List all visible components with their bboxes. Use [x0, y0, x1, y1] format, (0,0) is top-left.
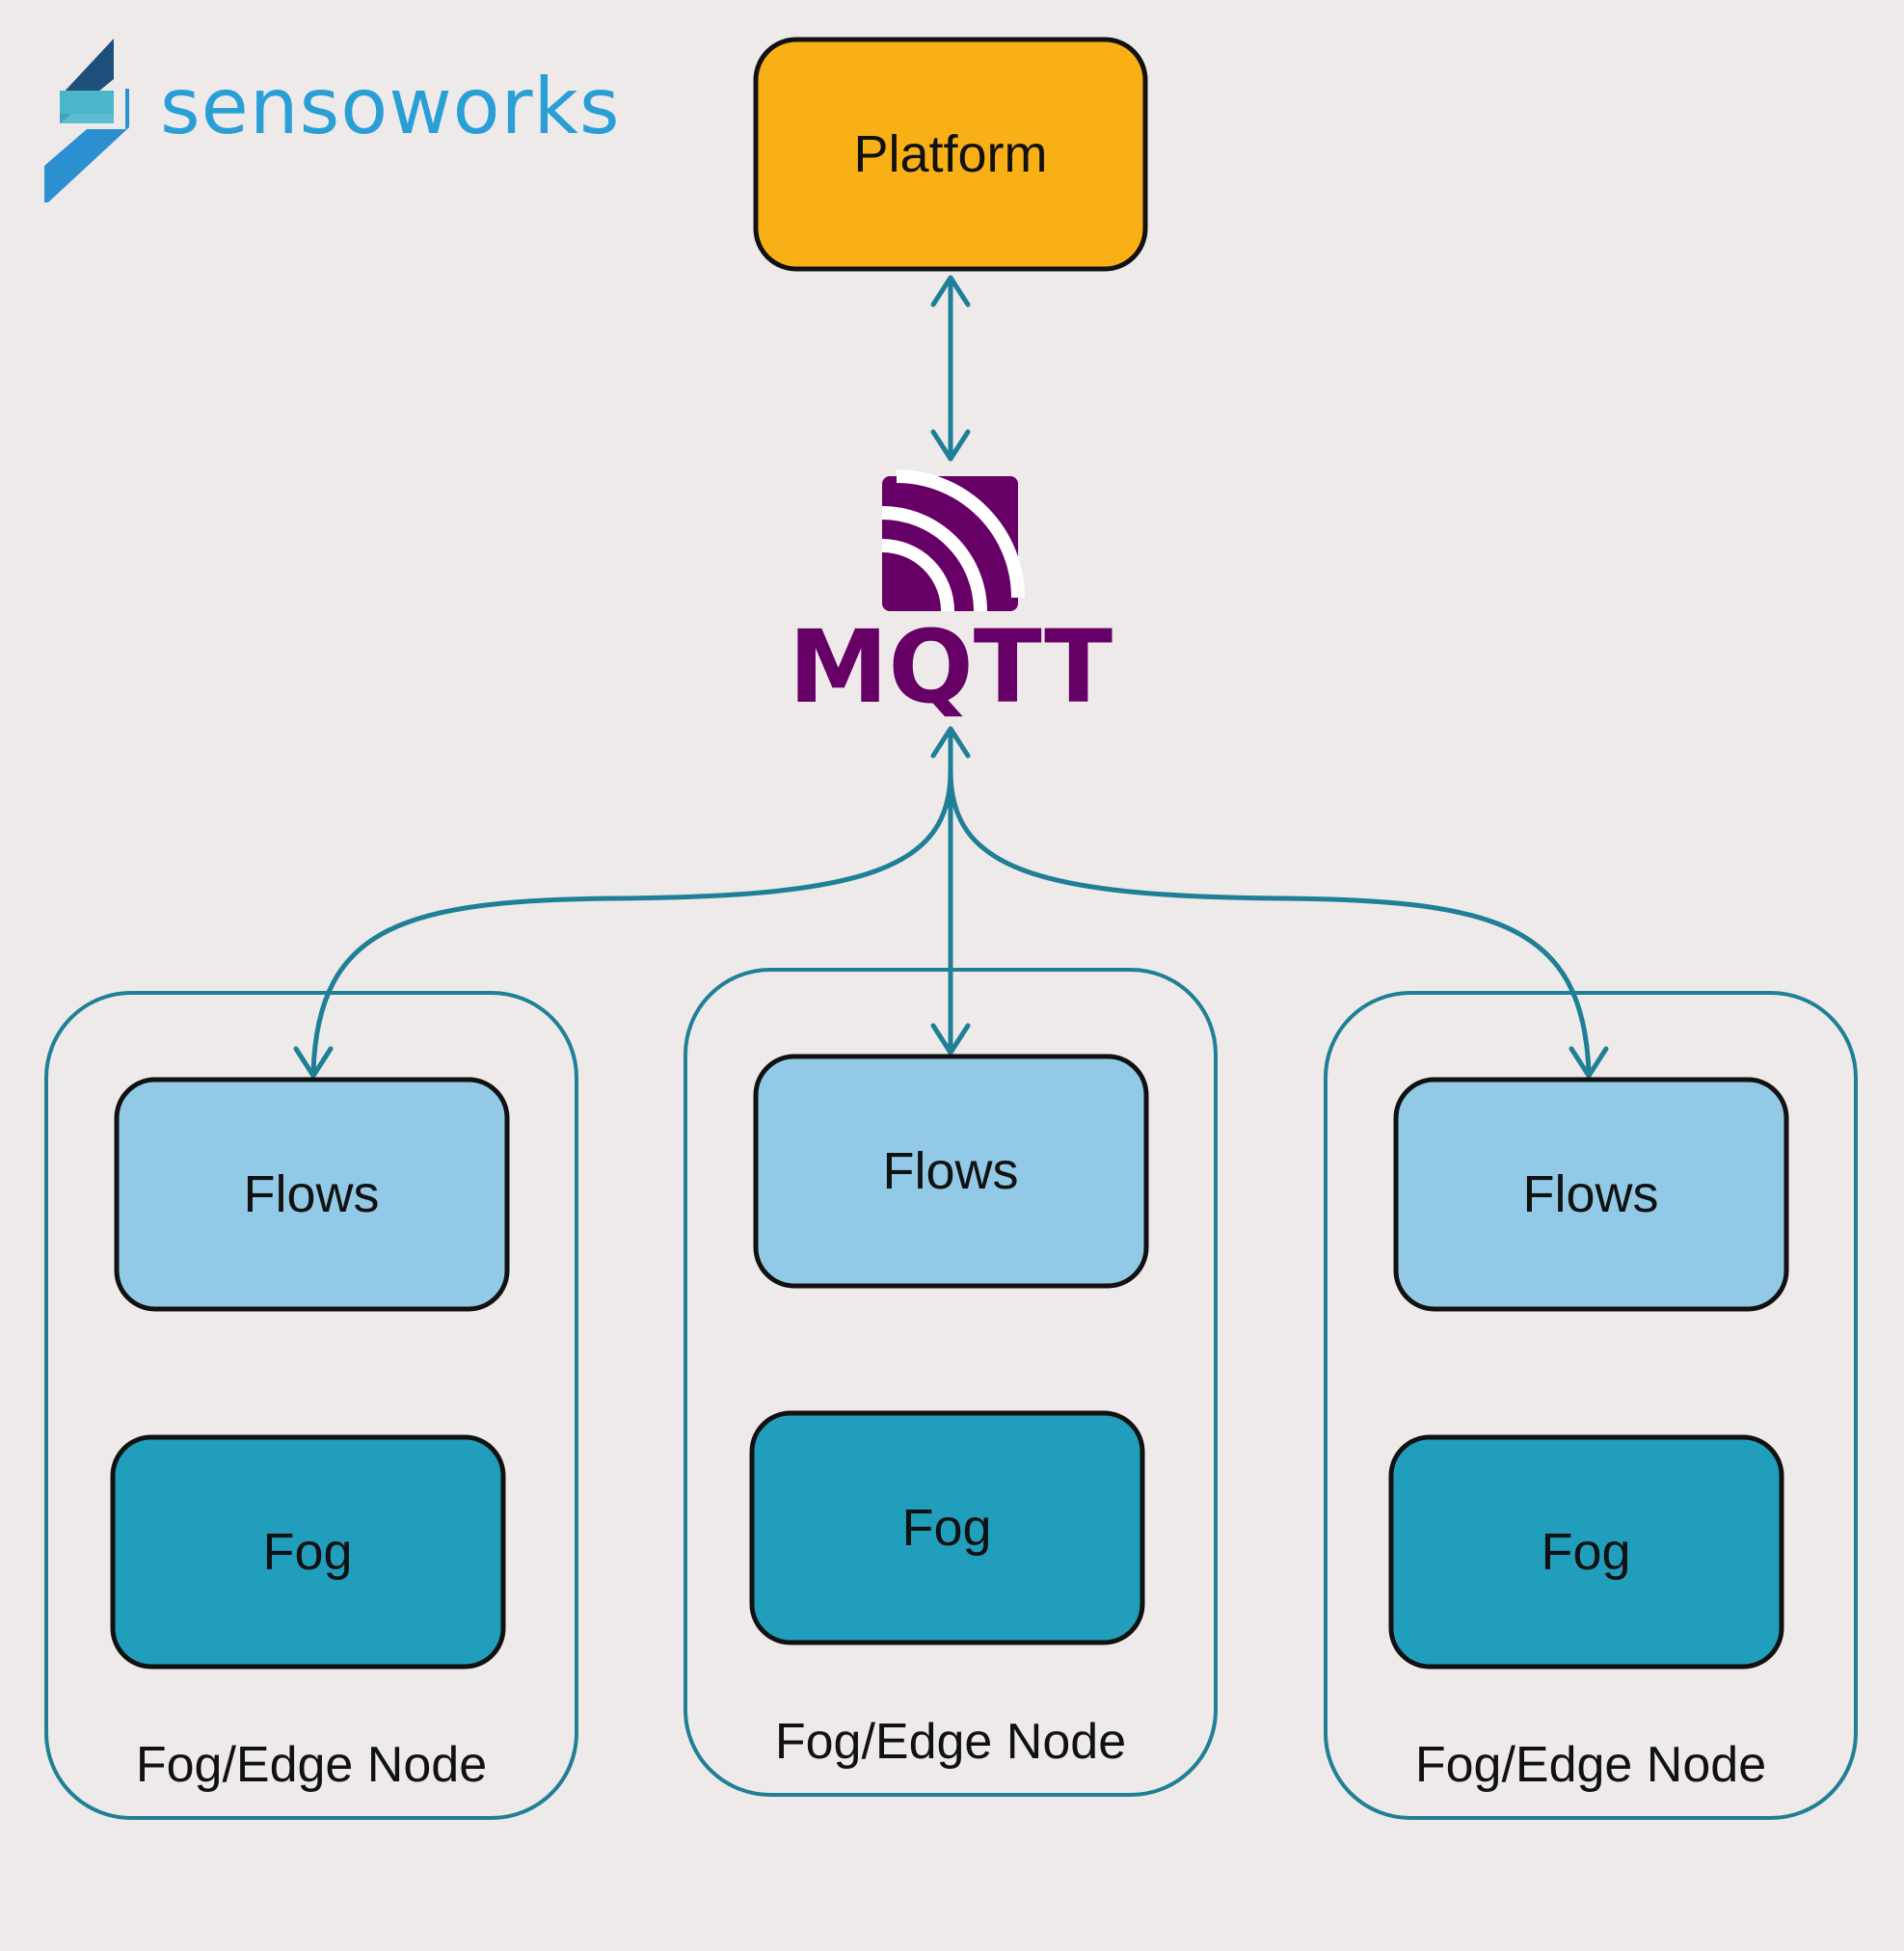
mqtt-label: MQTT [789, 608, 1113, 726]
connectors [293, 275, 1609, 1079]
arrowhead-up-icon [930, 275, 971, 307]
node-label: Fog/Edge Node [1415, 1737, 1766, 1793]
fog-label: Fog [1541, 1523, 1630, 1581]
arrowhead-down-icon [930, 1023, 971, 1056]
fog-edge-node-3[interactable]: Flows Fog Fog/Edge Node [1324, 991, 1858, 1820]
flows-label: Flows [1522, 1165, 1658, 1223]
mqtt-right-node-link [948, 768, 1592, 1075]
node-label: Fog/Edge Node [775, 1714, 1126, 1770]
sensoworks-s-logo-icon [44, 39, 129, 202]
brand-name: sensoworks [160, 62, 621, 151]
sensoworks-logo: sensoworks [44, 39, 621, 202]
flows-box[interactable]: Flows [114, 1077, 510, 1312]
flows-label: Flows [882, 1142, 1018, 1200]
fog-box[interactable]: Fog [749, 1410, 1145, 1645]
mqtt-left-node-link [310, 768, 953, 1075]
fog-label: Fog [901, 1499, 991, 1557]
arrowhead-down-icon [1569, 1046, 1609, 1079]
fog-label: Fog [262, 1523, 352, 1581]
platform-label: Platform [853, 125, 1047, 183]
fog-edge-node-1[interactable]: Flows Fog Fog/Edge Node [44, 991, 578, 1820]
platform-box[interactable]: Platform [753, 37, 1148, 272]
arrowhead-down-icon [930, 429, 971, 462]
mqtt-logo: MQTT [789, 469, 1113, 726]
arrowhead-up-icon [930, 726, 971, 759]
fog-edge-node-2[interactable]: Flows Fog Fog/Edge Node [684, 968, 1218, 1797]
arrowhead-down-icon [293, 1046, 334, 1079]
flows-label: Flows [243, 1165, 379, 1223]
mqtt-logo-icon [881, 469, 1025, 612]
flows-box[interactable]: Flows [1393, 1077, 1789, 1312]
flows-box[interactable]: Flows [753, 1054, 1149, 1289]
fog-box[interactable]: Fog [1388, 1434, 1784, 1670]
node-label: Fog/Edge Node [136, 1737, 487, 1793]
fog-box[interactable]: Fog [110, 1434, 506, 1670]
